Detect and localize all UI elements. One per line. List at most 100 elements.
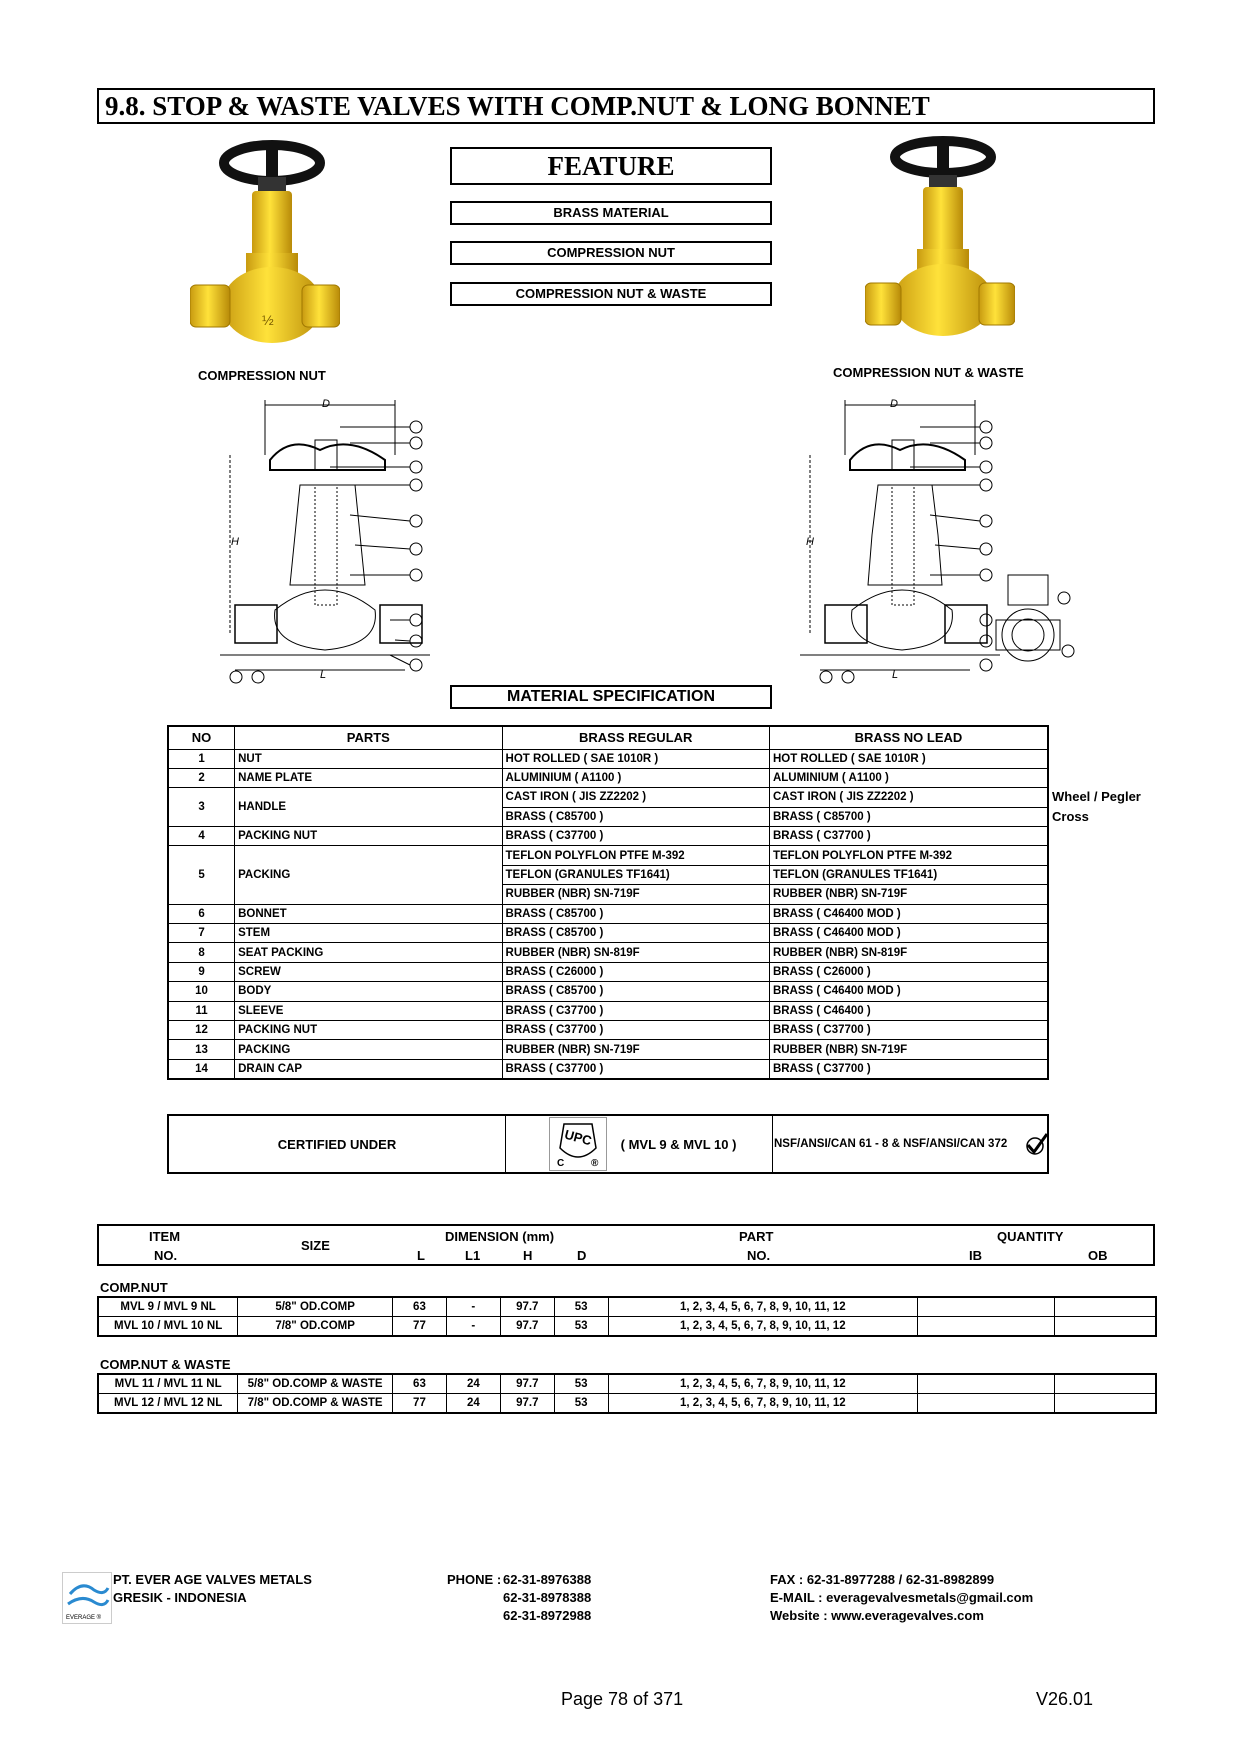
hdr-ib: IB: [969, 1248, 982, 1263]
brass-no-lead: BRASS ( C37700 ): [768, 826, 1049, 847]
brass-regular: BRASS ( C85700 ): [501, 806, 770, 828]
brass-regular: BRASS ( C85700 ): [501, 981, 770, 1002]
brass-regular: BRASS ( C37700 ): [501, 1000, 770, 1021]
part-name: STEM: [234, 923, 503, 944]
brass-no-lead: RUBBER (NBR) SN-819F: [768, 942, 1049, 963]
phone-number: 62-31-8978388: [503, 1590, 592, 1605]
cell-h: 97.7: [499, 1296, 555, 1317]
part-name: PACKING NUT: [234, 826, 503, 847]
brass-regular: RUBBER (NBR) SN-719F: [501, 1039, 770, 1060]
cell-h: 97.7: [499, 1393, 555, 1414]
dim-L: L: [320, 669, 326, 681]
company-logo-text: EVERAGE ®: [66, 1614, 102, 1621]
cell-parts: 1, 2, 3, 4, 5, 6, 7, 8, 9, 10, 11, 12: [607, 1373, 918, 1394]
certified-standard: NSF/ANSI/CAN 61 - 8 & NSF/ANSI/CAN 372: [774, 1138, 1008, 1150]
feature-item: BRASS MATERIAL: [450, 201, 772, 225]
cell-item: MVL 11 / MVL 11 NL: [97, 1373, 239, 1394]
fax: FAX : 62-31-8977288 / 62-31-8982899: [770, 1572, 995, 1587]
caption-left: COMPRESSION NUT: [198, 368, 326, 383]
brass-regular: BRASS ( C37700 ): [501, 826, 770, 847]
cell-item: MVL 12 / MVL 12 NL: [97, 1393, 239, 1414]
brass-no-lead: BRASS ( C46400 MOD ): [768, 981, 1049, 1002]
page-number: Page 78 of 371: [561, 1689, 684, 1709]
cell-size: 7/8" OD.COMP & WASTE: [237, 1393, 393, 1414]
part-number: 4: [167, 826, 236, 847]
part-number: 7: [167, 923, 236, 944]
part-name: PACKING NUT: [234, 1019, 503, 1041]
brass-regular: BRASS ( C85700 ): [501, 903, 770, 925]
cell-l1: -: [445, 1316, 501, 1337]
certified-models: ( MVL 9 & MVL 10 ): [620, 1136, 737, 1152]
cell-size: 5/8" OD.COMP & WASTE: [237, 1373, 393, 1394]
part-number: 12: [167, 1019, 236, 1041]
brass-regular: RUBBER (NBR) SN-719F: [501, 884, 770, 905]
company-logo: EVERAGE ®: [62, 1572, 112, 1624]
cell-ib: [916, 1296, 1055, 1317]
cell-ob: [1053, 1393, 1157, 1414]
cell-ob: [1053, 1296, 1157, 1317]
cell-h: 97.7: [499, 1316, 555, 1337]
part-number: 3: [167, 787, 236, 828]
certified-label: CERTIFIED UNDER: [167, 1114, 506, 1174]
cell-l: 77: [392, 1393, 447, 1414]
cell-item: MVL 10 / MVL 10 NL: [97, 1316, 239, 1337]
part-number: 8: [167, 942, 236, 963]
brass-regular: ALUMINIUM ( A1100 ): [501, 767, 770, 789]
hdr-item: ITEM: [149, 1229, 181, 1244]
feature-heading: FEATURE: [450, 147, 772, 185]
company-name: PT. EVER AGE VALVES METALS: [113, 1572, 312, 1587]
part-number: 13: [167, 1039, 236, 1060]
hdr-L: L: [417, 1248, 425, 1263]
cell-d: 53: [553, 1316, 609, 1337]
brass-no-lead: ALUMINIUM ( A1100 ): [768, 767, 1049, 789]
cell-l1: 24: [445, 1373, 501, 1394]
cell-item: MVL 9 / MVL 9 NL: [97, 1296, 239, 1317]
hdr-ob: OB: [1088, 1248, 1108, 1263]
email[interactable]: E-MAIL : everagevalvesmetals@gmail.com: [770, 1590, 1034, 1605]
part-name: SLEEVE: [234, 1000, 503, 1021]
dim-L: L: [892, 669, 898, 681]
col-header: NO: [167, 725, 236, 750]
hdr-L1: L1: [465, 1248, 481, 1263]
dimension-table-header: ITEM NO. SIZE DIMENSION (mm) L L1 H D PA…: [97, 1224, 1155, 1266]
part-name: DRAIN CAP: [234, 1058, 503, 1080]
brass-regular: TEFLON (GRANULES TF1641): [501, 864, 770, 886]
part-name: HANDLE: [234, 787, 503, 828]
cell-d: 53: [553, 1296, 609, 1317]
upc-logo-r: ®: [591, 1158, 599, 1169]
phone-number: 62-31-8972988: [503, 1608, 592, 1623]
brass-no-lead: BRASS ( C46400 MOD ): [768, 923, 1049, 944]
valve-photo-compression-nut: ½: [190, 140, 340, 343]
cell-d: 53: [553, 1393, 609, 1414]
cell-l: 63: [392, 1296, 447, 1317]
brass-regular: HOT ROLLED ( SAE 1010R ): [501, 748, 770, 769]
cell-h: 97.7: [499, 1373, 555, 1394]
phone-number: 62-31-8976388: [503, 1572, 592, 1587]
cell-d: 53: [553, 1373, 609, 1394]
technical-drawing-compression-nut: D H L: [220, 398, 430, 684]
version: V26.01: [1036, 1689, 1094, 1709]
cell-ib: [916, 1373, 1055, 1394]
table-row: TEFLON (GRANULES TF1641)TEFLON (GRANULES…: [168, 864, 1049, 886]
col-header: BRASS REGULAR: [501, 725, 770, 750]
col-header: PARTS: [234, 725, 503, 750]
brass-regular: TEFLON POLYFLON PTFE M-392: [501, 845, 770, 866]
brass-no-lead: BRASS ( C37700 ): [768, 1058, 1049, 1080]
hdr-part-no: NO.: [747, 1248, 771, 1263]
upc-logo-text: UPC: [563, 1127, 594, 1149]
part-number: 9: [167, 961, 236, 983]
upc-logo: UPC C ®: [549, 1117, 607, 1171]
cell-ob: [1053, 1316, 1157, 1337]
company-info: PT. EVER AGE VALVES METALS GRESIK - INDO…: [113, 1571, 312, 1607]
website-link[interactable]: Website : www.everagevalves.com: [770, 1608, 984, 1623]
brass-no-lead: CAST IRON ( JIS ZZ2202 ): [768, 787, 1049, 808]
part-name: BONNET: [234, 903, 503, 925]
cell-ib: [916, 1316, 1055, 1337]
brass-no-lead: RUBBER (NBR) SN-719F: [768, 1039, 1049, 1060]
